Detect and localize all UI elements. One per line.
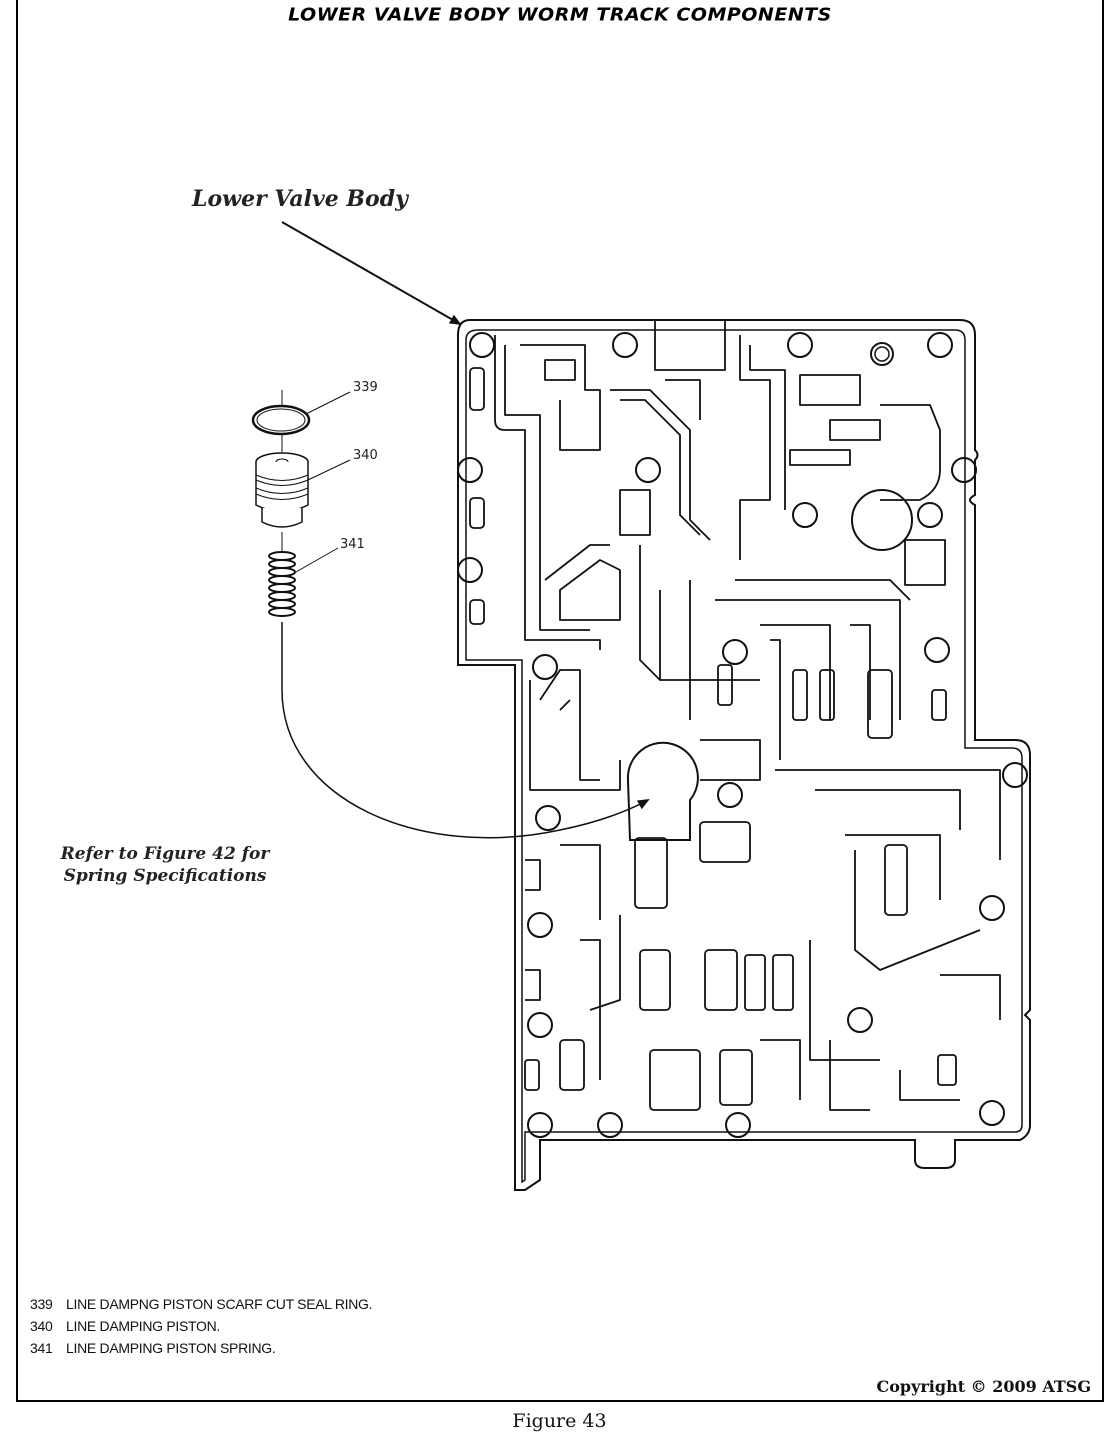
refer-note: Refer to Figure 42 for Spring Specificat… — [60, 843, 270, 887]
part-number-341: 341 — [340, 537, 365, 552]
part-number-339: 339 — [353, 380, 378, 395]
figure-caption: Figure 43 — [512, 1410, 607, 1432]
bolt-holes — [457, 332, 1028, 1138]
valve-body-plate — [457, 319, 1031, 1191]
legend-description: LINE DAMPNG PISTON SCARF CUT SEAL RING. — [66, 1296, 373, 1312]
parts-legend: 339 LINE DAMPNG PISTON SCARF CUT SEAL RIN… — [30, 1293, 373, 1359]
worm-tracks — [469, 320, 1001, 1111]
callout-arrow — [281, 221, 462, 325]
piston-340 — [255, 452, 351, 528]
legend-number: 340 — [30, 1318, 53, 1334]
part-number-340: 340 — [353, 448, 378, 463]
legend-description: LINE DAMPING PISTON SPRING. — [66, 1340, 276, 1356]
legend-row: 339 LINE DAMPNG PISTON SCARF CUT SEAL RIN… — [30, 1293, 373, 1315]
seal-ring-339 — [251, 390, 351, 452]
legend-number: 339 — [30, 1296, 53, 1312]
legend-description: LINE DAMPING PISTON. — [66, 1318, 220, 1334]
refer-note-line1: Refer to Figure 42 for — [60, 844, 270, 864]
lower-valve-body-callout: Lower Valve Body — [192, 186, 408, 212]
legend-number: 341 — [30, 1340, 53, 1356]
copyright-notice: Copyright © 2009 ATSG — [876, 1377, 1091, 1396]
legend-row: 340 LINE DAMPING PISTON. — [30, 1315, 372, 1337]
page-title: LOWER VALVE BODY WORM TRACK COMPONENTS — [288, 4, 832, 26]
spring-341 — [268, 532, 339, 617]
damping-bore — [626, 741, 699, 841]
refer-note-line2: Spring Specifications — [63, 866, 267, 886]
legend-row: 341 LINE DAMPING PISTON SPRING. — [30, 1337, 372, 1359]
install-arrow — [281, 622, 650, 839]
